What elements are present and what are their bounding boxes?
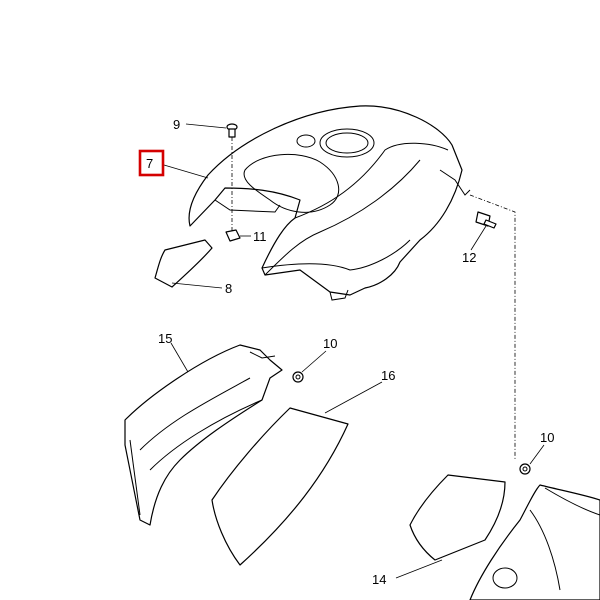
- callout-10-upper-label: 10: [323, 336, 337, 351]
- alignment-lines: [231, 137, 516, 460]
- part-11-nut[interactable]: [225, 229, 241, 242]
- callout-7[interactable]: 7: [138, 149, 165, 177]
- part-14-pad[interactable]: [409, 474, 506, 561]
- callout-10-upper[interactable]: 10: [323, 336, 337, 351]
- callout-7-label: 7: [146, 156, 153, 171]
- part-10-grommet-lower[interactable]: [519, 463, 531, 475]
- callout-7-highlight-box: [138, 149, 165, 177]
- part-8-pad[interactable]: [154, 239, 213, 288]
- callout-11-label: 11: [253, 229, 267, 244]
- part-15-side-cover[interactable]: [124, 344, 283, 526]
- callout-10-lower-label: 10: [540, 430, 554, 445]
- part-12-bolt[interactable]: [475, 211, 497, 229]
- callout-16[interactable]: 16: [381, 368, 395, 383]
- part-9-screw[interactable]: [226, 123, 238, 138]
- part-7-tank-cover[interactable]: [188, 105, 471, 301]
- callout-12-label: 12: [462, 250, 476, 265]
- callout-8-label: 8: [225, 281, 232, 296]
- part-10-grommet-upper[interactable]: [292, 371, 304, 383]
- callout-14-label: 14: [372, 572, 386, 587]
- leader-lines: [163, 123, 545, 579]
- callout-9-label: 9: [173, 117, 180, 132]
- callout-8[interactable]: 8: [225, 281, 232, 296]
- callout-14[interactable]: 14: [372, 572, 386, 587]
- callout-15[interactable]: 15: [158, 331, 172, 346]
- callout-15-label: 15: [158, 331, 172, 346]
- callout-9[interactable]: 9: [173, 117, 180, 132]
- callout-11[interactable]: 11: [253, 229, 267, 244]
- callout-10-lower[interactable]: 10: [540, 430, 554, 445]
- callout-16-label: 16: [381, 368, 395, 383]
- callout-12[interactable]: 12: [462, 250, 476, 265]
- part-16-pad[interactable]: [211, 407, 349, 566]
- lower-right-cover-edge: [469, 484, 600, 600]
